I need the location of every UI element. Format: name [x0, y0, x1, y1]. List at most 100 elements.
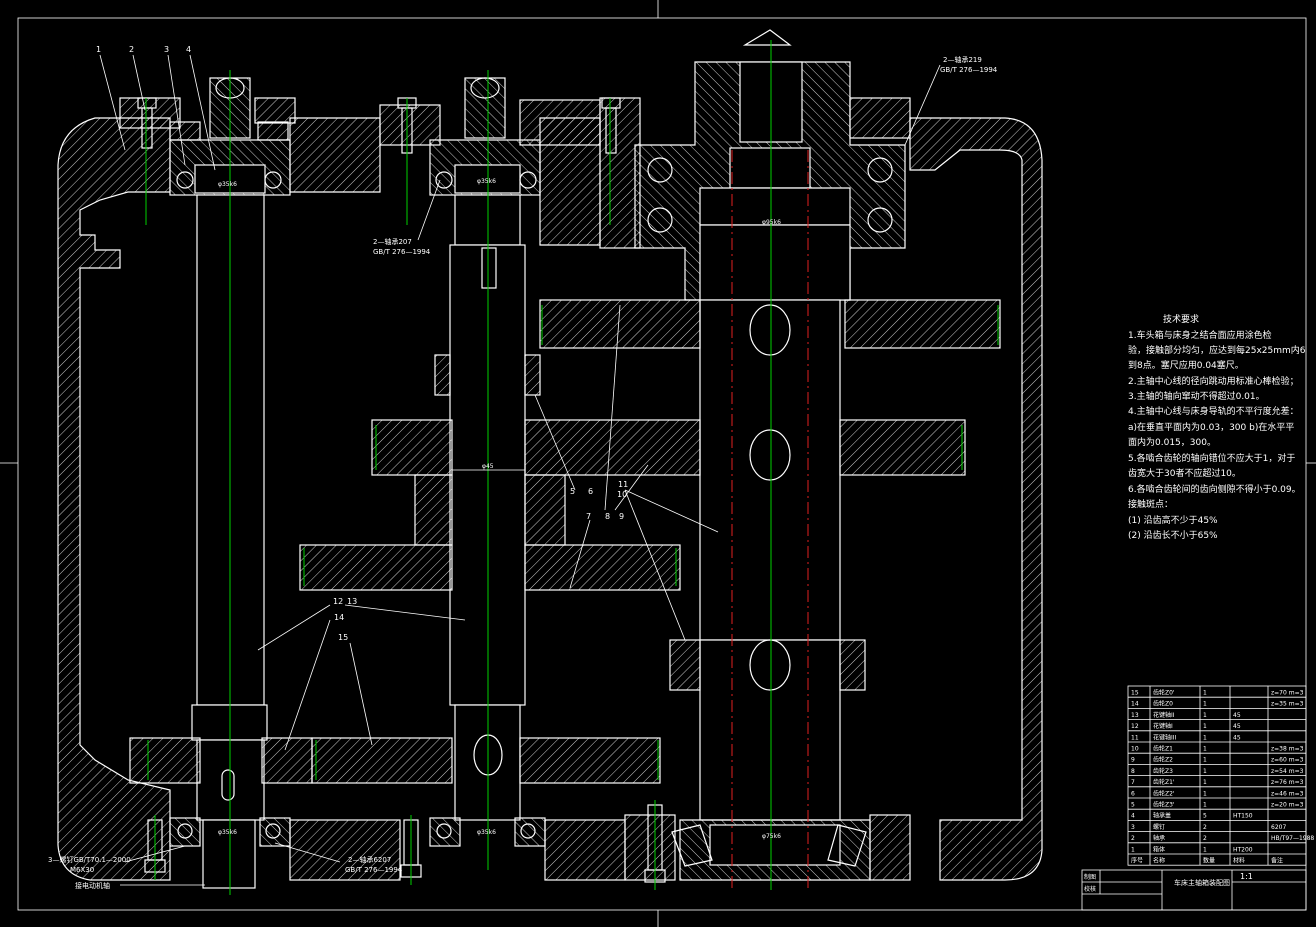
centerlines: [145, 40, 999, 895]
svg-text:M6X30: M6X30: [70, 866, 94, 874]
bom-cell-qty: 1: [1203, 779, 1207, 786]
svg-text:φ35k6: φ35k6: [477, 178, 496, 185]
bom-cell-qty: 1: [1203, 690, 1207, 697]
bom-cell-no: 6: [1131, 790, 1135, 797]
bom-cell-qty: 2: [1203, 835, 1207, 842]
main-spindle-head: [634, 29, 906, 301]
bom-cell-qty: 1: [1203, 757, 1207, 764]
bom-cell-name: 齿轮Z2: [1153, 756, 1173, 764]
bom-cell-name: 花键轴II: [1153, 711, 1175, 719]
part-number-11: 11: [618, 480, 628, 489]
bom-cell-name: 齿轮Z1: [1153, 745, 1173, 753]
main-spindle: [679, 299, 871, 881]
part-number-9: 9: [619, 512, 624, 521]
bom-cell-name: 齿轮Z1': [1153, 778, 1175, 786]
callouts: 2—轴承219 GB/T 276—1994 2—轴承207 GB/T 276—1…: [48, 55, 998, 890]
bom-cell-name: 齿轮Z2': [1153, 789, 1175, 797]
bom-cell-qty: 1: [1203, 734, 1207, 741]
svg-text:2—轴承219: 2—轴承219: [943, 55, 982, 64]
gears: [129, 299, 1001, 784]
bom-cell-qty: 2: [1203, 824, 1207, 831]
housing: [57, 97, 1043, 881]
part-number-15: 15: [338, 633, 348, 642]
bom-header-name: 名称: [1153, 857, 1165, 865]
bom-cell-no: 1: [1131, 846, 1135, 853]
svg-text:3—螺钉GB/T70.1—2000: 3—螺钉GB/T70.1—2000: [48, 855, 131, 864]
bom-cell-no: 4: [1131, 813, 1135, 820]
bom-header-no: 序号: [1131, 857, 1143, 865]
svg-text:GB/T 276—1994: GB/T 276—1994: [345, 866, 403, 874]
title-block: 制图 校核 车床主轴箱装配图 1:1: [1081, 869, 1307, 911]
bom-cell-qty: 1: [1203, 846, 1207, 853]
bom-cell-note: z=76 m=3: [1271, 779, 1304, 786]
part-number-2: 2: [129, 45, 134, 54]
part-number-8: 8: [605, 512, 610, 521]
scale-value: 1:1: [1240, 872, 1253, 881]
sheet-border: [17, 17, 1307, 911]
svg-text:2—轴承207: 2—轴承207: [373, 237, 412, 246]
bom-cell-no: 11: [1131, 734, 1139, 741]
svg-text:接触斑点：: 接触斑点：: [1128, 498, 1173, 510]
requirements-title: 技术要求: [1163, 313, 1199, 325]
bom-cell-qty: 1: [1203, 746, 1207, 753]
bom-cell-no: 15: [1131, 690, 1139, 697]
part-number-5: 5: [570, 487, 575, 496]
bom-cell-note: z=54 m=3: [1271, 768, 1304, 775]
bom-cell-name: 箱体: [1153, 845, 1165, 853]
bom-cell-no: 12: [1131, 723, 1139, 730]
bom-cell-note: z=20 m=3: [1271, 802, 1304, 809]
bom-cell-note: z=38 m=3: [1271, 746, 1304, 753]
bom-cell-name: 花键轴I: [1153, 722, 1173, 730]
svg-text:φ35k6: φ35k6: [218, 829, 237, 836]
part-numbers: 1 2 3 4 5 6 7 8 9 10 11 12 13 14 15: [96, 45, 628, 642]
svg-text:φ75k6: φ75k6: [762, 833, 781, 840]
bom-cell-name: 齿轮Z3': [1153, 801, 1175, 809]
bom-cell-note: z=46 m=3: [1271, 790, 1304, 797]
svg-text:1.车头箱与床身之结合面应用涂色检: 1.车头箱与床身之结合面应用涂色检: [1128, 329, 1272, 341]
bom-cell-name: 齿轮Z0: [1153, 700, 1173, 708]
bom-cell-no: 9: [1131, 757, 1135, 764]
bom-cell-no: 10: [1131, 746, 1139, 753]
svg-text:接电动机轴: 接电动机轴: [75, 881, 110, 890]
bom-cell-name: 螺钉: [1153, 823, 1165, 831]
svg-text:到8点。塞尺应用0.04塞尺。: 到8点。塞尺应用0.04塞尺。: [1128, 359, 1244, 371]
svg-text:5.各啮合齿轮的轴向错位不应大于1，对于: 5.各啮合齿轮的轴向错位不应大于1，对于: [1128, 452, 1295, 464]
bom-cell-no: 3: [1131, 824, 1135, 831]
svg-text:3.主轴的轴向窜动不得超过0.01。: 3.主轴的轴向窜动不得超过0.01。: [1128, 390, 1265, 402]
svg-text:(1) 沿齿高不少于45%: (1) 沿齿高不少于45%: [1128, 514, 1218, 526]
bom-cell-material: 45: [1233, 723, 1241, 730]
technical-requirements: 技术要求 1.车头箱与床身之结合面应用涂色检 验，接触部分均匀，应达到每25x2…: [1128, 313, 1306, 541]
part-number-10: 10: [617, 490, 627, 499]
bom-cell-material: 45: [1233, 734, 1241, 741]
svg-text:a)在垂直平面内为0.03，300 b)在水平平: a)在垂直平面内为0.03，300 b)在水平平: [1128, 421, 1294, 433]
svg-text:2.主轴中心线的径向跳动用标准心棒检验；: 2.主轴中心线的径向跳动用标准心棒检验；: [1128, 375, 1299, 387]
svg-text:验，接触部分均匀，应达到每25x25mm内6: 验，接触部分均匀，应达到每25x25mm内6: [1128, 344, 1306, 356]
part-number-1: 1: [96, 45, 101, 54]
bom-cell-qty: 1: [1203, 712, 1207, 719]
designer-label: 制图: [1084, 873, 1096, 881]
svg-text:φ95k6: φ95k6: [762, 219, 781, 226]
part-number-13: 13: [347, 597, 357, 606]
bom-cell-no: 14: [1131, 701, 1139, 708]
bom-cell-name: 齿轮Z3: [1153, 767, 1173, 775]
part-number-7: 7: [586, 512, 591, 521]
bom-cell-no: 8: [1131, 768, 1135, 775]
bom-cell-no: 5: [1131, 802, 1135, 809]
bom-cell-no: 7: [1131, 779, 1135, 786]
part-number-3: 3: [164, 45, 169, 54]
bom-cell-material: 45: [1233, 712, 1241, 719]
bom-cell-qty: 1: [1203, 701, 1207, 708]
svg-text:4.主轴中心线与床身导轨的不平行度允差：: 4.主轴中心线与床身导轨的不平行度允差：: [1128, 405, 1299, 417]
bom-cell-note: z=35 m=3: [1271, 701, 1304, 708]
bom-cell-qty: 1: [1203, 768, 1207, 775]
bom-cell-name: 花键轴III: [1153, 733, 1177, 741]
bom-cell-note: z=60 m=3: [1271, 757, 1304, 764]
bom-cell-no: 2: [1131, 835, 1135, 842]
svg-text:φ35k6: φ35k6: [477, 829, 496, 836]
part-number-14: 14: [334, 613, 344, 622]
bom-cell-name: 齿轮Z0': [1153, 689, 1175, 697]
svg-text:GB/T 276—1994: GB/T 276—1994: [373, 248, 431, 256]
svg-text:(2) 沿齿长不小于65%: (2) 沿齿长不小于65%: [1128, 529, 1218, 541]
svg-text:φ45: φ45: [482, 463, 494, 470]
